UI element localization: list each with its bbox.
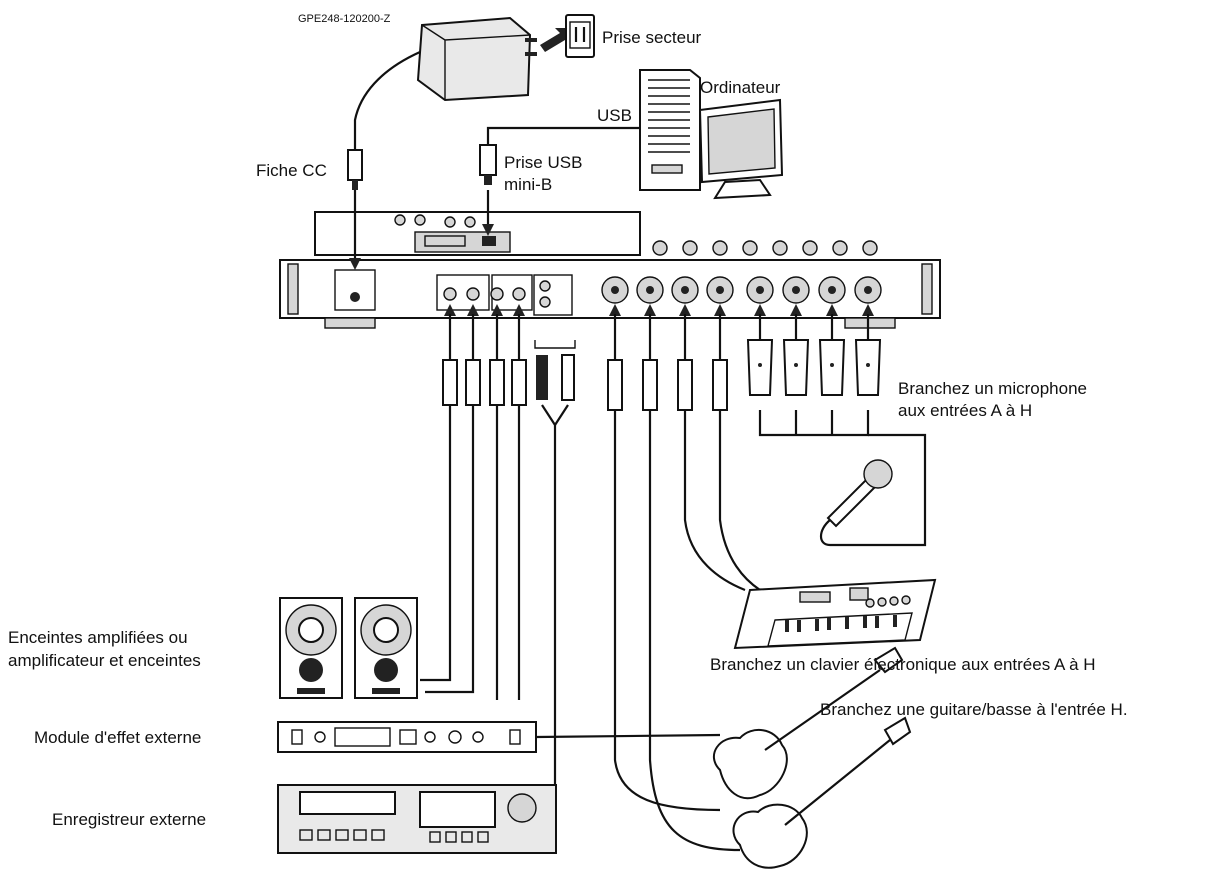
- mic-branches: [794, 410, 834, 435]
- dc-plug-icon: [347, 149, 363, 190]
- connection-arrows: [444, 304, 874, 340]
- plug-arrows: [349, 190, 494, 270]
- keyboard-label: Branchez un clavier électronique aux ent…: [710, 655, 1096, 674]
- mic-bus: [758, 410, 870, 437]
- effects-label: Module d'effet externe: [34, 728, 201, 747]
- mic-label-1: Branchez un microphone: [898, 379, 1087, 398]
- usb-plug-label-1: Prise USB: [504, 153, 582, 172]
- effects-guitar-cable: [536, 733, 721, 739]
- recorder-label: Enregistreur externe: [52, 810, 206, 829]
- usb-plug-label-2: mini-B: [504, 175, 552, 194]
- dc-plug-label: Fiche CC: [256, 161, 327, 180]
- keyboard-cable-right: [718, 410, 761, 591]
- bass-cable: [648, 410, 741, 852]
- microphone-icon: [826, 459, 893, 528]
- keyboard-cable-left: [683, 410, 746, 592]
- speakers-label-1: Enceintes amplifiées ou: [8, 628, 188, 647]
- plug-arrow-icon: [540, 28, 572, 52]
- power-adapter-icon: [416, 16, 537, 102]
- recorder-icon: [277, 784, 557, 854]
- computer-label: Ordinateur: [700, 78, 781, 97]
- speaker-icon: [279, 597, 418, 699]
- mic-cable: [819, 433, 927, 547]
- recorder-cable-a: [541, 404, 557, 790]
- recorder-cable-b: [554, 404, 569, 426]
- cables: [353, 50, 927, 852]
- usb-cable: [486, 126, 640, 145]
- adapter-label: GPE248-120200-Z: [298, 13, 391, 25]
- guitar-cable: [613, 410, 721, 812]
- xlr-connector-icon: [746, 339, 882, 396]
- guitar-label: Branchez une guitare/basse à l'entrée H.: [820, 700, 1128, 719]
- mixer-icon: [279, 211, 941, 329]
- effects-unit-icon: [277, 721, 537, 753]
- adapter-cable: [353, 50, 421, 150]
- electric-guitar-icon: [713, 646, 904, 800]
- speaker-cable-right: [425, 405, 475, 694]
- rca-plug-icon: [534, 340, 576, 401]
- speakers-label-2: amplificateur et enceintes: [8, 651, 201, 670]
- jack-plug-icon: [442, 340, 728, 411]
- monitor-icon: [698, 98, 784, 200]
- computer-tower-icon: [639, 69, 701, 191]
- bass-guitar-icon: [732, 716, 912, 869]
- outlet-label: Prise secteur: [602, 28, 702, 47]
- speaker-cable-left: [420, 405, 452, 682]
- usb-label: USB: [597, 106, 632, 125]
- wall-outlet-icon: [565, 14, 595, 58]
- usb-plug-icon: [479, 144, 497, 185]
- keyboard-icon: [733, 578, 937, 650]
- mic-label-2: aux entrées A à H: [898, 401, 1032, 420]
